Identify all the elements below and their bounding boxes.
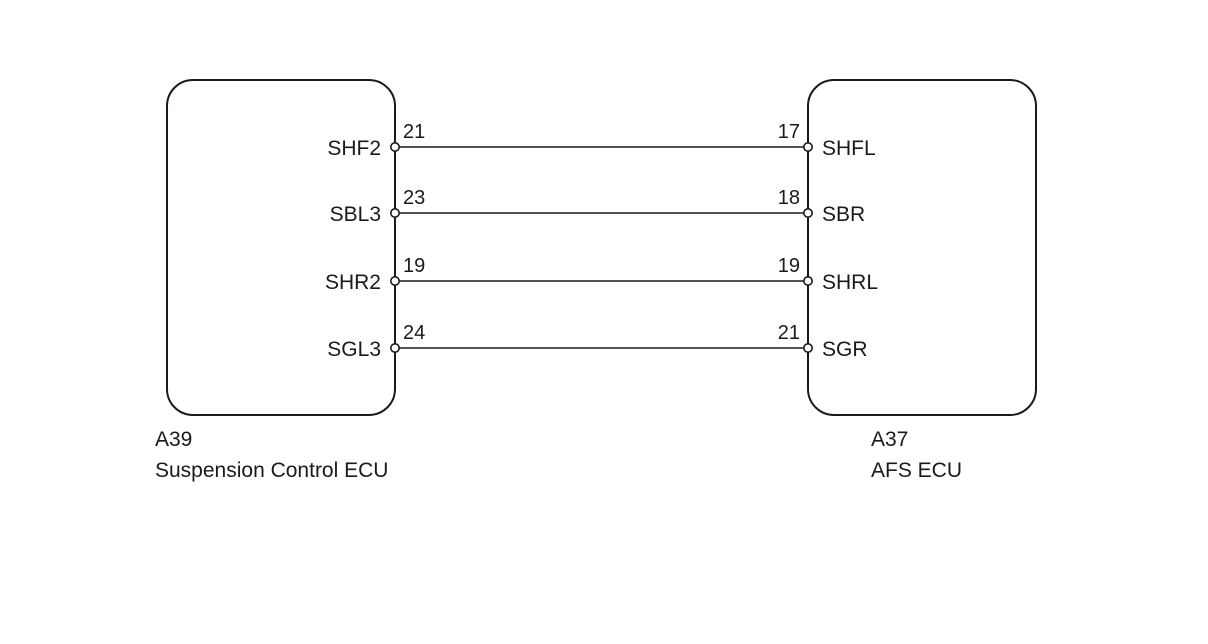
- right-pin-number: 17: [778, 121, 800, 143]
- right-pin-label: SBR: [822, 203, 865, 226]
- right-pin-number: 21: [778, 322, 800, 344]
- left-ecu-code: A39: [155, 428, 192, 451]
- left-pin-number: 24: [403, 322, 425, 344]
- right-pin-label: SHFL: [822, 137, 876, 160]
- left-pin-label: SHF2: [327, 137, 381, 160]
- right-pin-label: SGR: [822, 338, 868, 361]
- suspension-control-ecu-box: [166, 79, 396, 416]
- left-pin-label: SBL3: [330, 203, 381, 226]
- left-pin-connector: [389, 142, 400, 153]
- left-pin-number: 23: [403, 187, 425, 209]
- right-pin-label: SHRL: [822, 271, 878, 294]
- right-pin-connector: [802, 208, 813, 219]
- left-pin-connector: [389, 208, 400, 219]
- left-pin-connector: [389, 342, 400, 353]
- left-pin-number: 21: [403, 121, 425, 143]
- right-pin-number: 19: [778, 255, 800, 277]
- right-pin-connector: [802, 142, 813, 153]
- right-ecu-code: A37: [871, 428, 908, 451]
- left-pin-connector: [389, 275, 400, 286]
- right-pin-connector: [802, 275, 813, 286]
- left-pin-label: SHR2: [325, 271, 381, 294]
- right-pin-connector: [802, 342, 813, 353]
- left-pin-number: 19: [403, 255, 425, 277]
- right-pin-number: 18: [778, 187, 800, 209]
- left-ecu-name: Suspension Control ECU: [155, 459, 388, 482]
- right-ecu-name: AFS ECU: [871, 459, 962, 482]
- left-pin-label: SGL3: [327, 338, 381, 361]
- afs-ecu-box: [807, 79, 1037, 416]
